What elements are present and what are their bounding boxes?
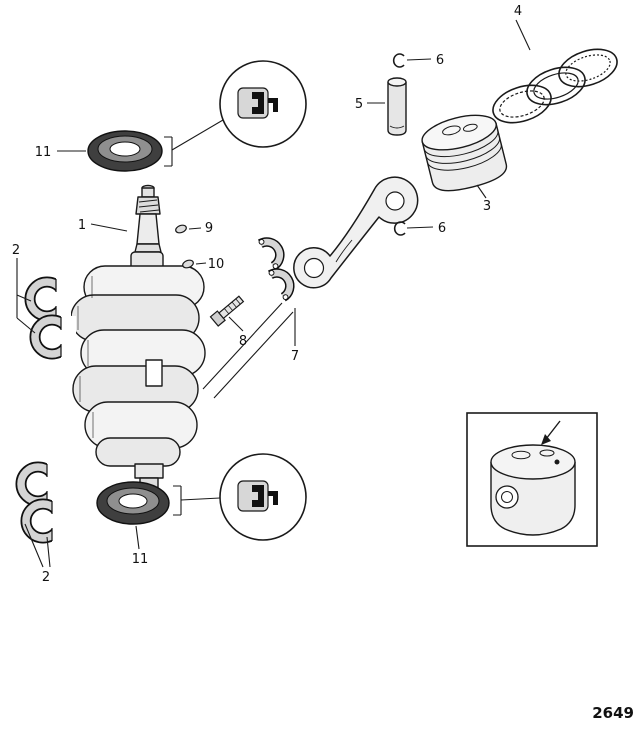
callout-11-bottom-label: 11 <box>132 552 149 567</box>
pin-retainer-top-drawing <box>392 53 405 68</box>
pin-retainer-bottom-drawing <box>393 221 406 236</box>
orientation-arrow-icon <box>541 420 561 445</box>
oil-seal-top-drawing <box>87 130 163 172</box>
callout-6-bottom-label: 6 <box>438 221 446 236</box>
dowel-pin-drawing <box>182 259 194 269</box>
callout-10-label: 10 <box>208 257 225 272</box>
crankshaft-drawing <box>70 184 206 495</box>
connecting-rod-drawing <box>293 176 419 289</box>
leader-lines <box>16 19 531 568</box>
piston-pin-drawing <box>387 77 407 136</box>
callout-9-label: 9 <box>205 221 213 236</box>
oil-seal-bottom-drawing <box>96 481 170 525</box>
rod-cap-drawing <box>257 237 295 302</box>
callout-1-label: 1 <box>78 218 86 233</box>
main-bearing-lower-drawing <box>15 461 67 544</box>
callout-6-top-label: 6 <box>436 53 444 68</box>
piston-drawing <box>421 114 508 192</box>
ring-set-drawing <box>492 48 618 124</box>
seal-detail-bottom <box>219 453 307 541</box>
callout-4-label: 4 <box>514 4 522 19</box>
woodruff-key-drawing <box>175 224 187 234</box>
figure-number: 2649 <box>592 704 634 722</box>
callout-3-label: 3 <box>483 199 491 214</box>
main-bearing-upper-drawing <box>24 276 76 360</box>
callout-11-top-label: 11 <box>35 145 52 160</box>
callout-5-label: 5 <box>355 97 363 112</box>
seal-detail-top <box>219 60 307 148</box>
callout-labels: 1 2 2 3 4 5 6 6 7 8 9 10 11 11 <box>12 4 522 585</box>
callout-7-label: 7 <box>291 349 299 364</box>
piston-orientation-box <box>466 412 598 547</box>
callout-2-bottom-label: 2 <box>42 570 50 585</box>
callout-2-top-label: 2 <box>12 243 20 258</box>
callout-8-label: 8 <box>239 334 247 349</box>
rod-bolt-drawing <box>209 295 245 327</box>
